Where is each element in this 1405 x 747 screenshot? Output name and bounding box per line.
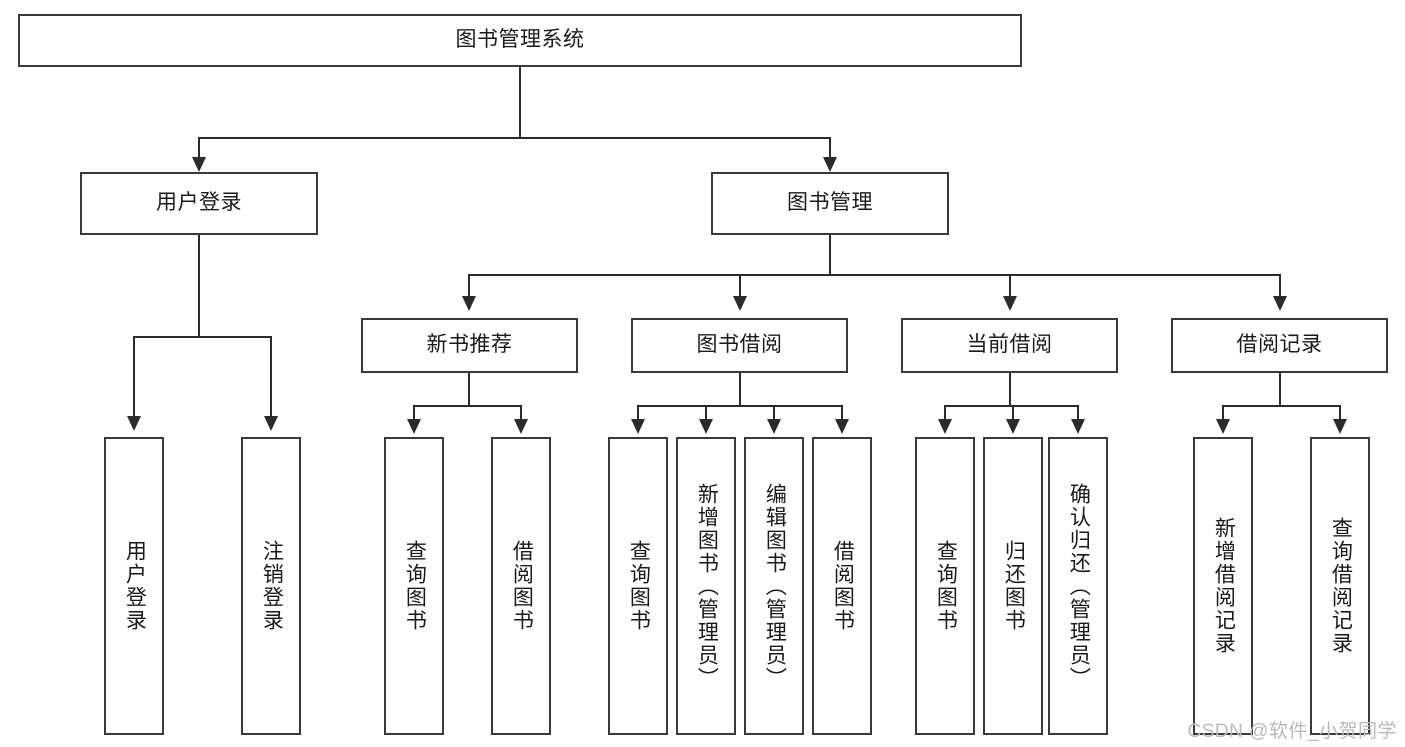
edge-borrow-record-bus — [1222, 405, 1341, 407]
leaf-current-borrow-query[interactable]: 查询图书 — [915, 437, 975, 735]
edge-new-book-bus — [413, 405, 522, 407]
node-label: 借阅图书 — [831, 540, 855, 632]
node-label: 图书管理 — [787, 191, 873, 215]
node-label: 用户登录 — [156, 191, 242, 215]
arrow-new-book-to-leaf-0 — [407, 419, 421, 434]
arrow-book-borrow-to-leaf-3 — [835, 419, 849, 434]
node-root-book-management-system[interactable]: 图书管理系统 — [18, 14, 1022, 67]
arrow-borrow-record-to-leaf-1 — [1333, 419, 1347, 434]
arrow-bm-to-current-borrow — [1003, 296, 1017, 311]
edge-book-borrow-to-leaf-2 — [773, 405, 775, 421]
arrow-book-borrow-to-leaf-0 — [631, 419, 645, 434]
leaf-current-borrow-return[interactable]: 归还图书 — [983, 437, 1043, 735]
edge-current-borrow-to-leaf-0 — [944, 405, 946, 421]
edge-bm-to-new-book — [468, 274, 470, 298]
edge-user-login-bus — [133, 336, 272, 338]
node-user-login[interactable]: 用户登录 — [80, 172, 318, 235]
edge-book-management-bus — [468, 274, 1281, 276]
node-label: 查询图书 — [627, 540, 651, 632]
arrow-new-book-to-leaf-1 — [514, 419, 528, 434]
node-label: 查询图书 — [934, 540, 958, 632]
edge-user-login-stem — [198, 235, 200, 337]
leaf-book-borrow-borrow[interactable]: 借阅图书 — [812, 437, 872, 735]
node-label: 图书借阅 — [696, 333, 783, 357]
edge-current-borrow-bus — [944, 405, 1079, 407]
arrow-borrow-record-to-leaf-0 — [1216, 419, 1230, 434]
node-borrow-record[interactable]: 借阅记录 — [1171, 318, 1388, 373]
edge-book-borrow-to-leaf-0 — [637, 405, 639, 421]
arrow-bm-to-book-borrow — [733, 296, 747, 311]
node-label: 查询图书 — [403, 540, 427, 632]
leaf-book-borrow-edit[interactable]: 编辑图书（管理员） — [744, 437, 804, 735]
leaf-new-book-query[interactable]: 查询图书 — [384, 437, 444, 735]
edge-borrow-record-to-leaf-1 — [1339, 405, 1341, 421]
arrow-user-login-to-leaf-0 — [127, 416, 141, 431]
arrow-book-borrow-to-leaf-2 — [767, 419, 781, 434]
node-current-borrow[interactable]: 当前借阅 — [901, 318, 1118, 373]
arrow-current-borrow-to-leaf-0 — [938, 419, 952, 434]
edge-borrow-record-stem — [1279, 373, 1281, 406]
edge-root-to-user-login — [198, 137, 200, 159]
arrow-root-to-user-login — [192, 157, 206, 172]
edge-book-borrow-stem — [739, 373, 741, 406]
node-book-borrow[interactable]: 图书借阅 — [631, 318, 848, 373]
node-label: 用户登录 — [123, 540, 147, 632]
node-label: 当前借阅 — [966, 333, 1053, 357]
node-label: 新书推荐 — [426, 333, 513, 357]
leaf-current-borrow-confirm-return[interactable]: 确认归还（管理员） — [1048, 437, 1108, 735]
node-label: 借阅图书 — [510, 540, 534, 632]
node-label: 编辑图书（管理员） — [763, 482, 787, 690]
edge-new-book-to-leaf-0 — [413, 405, 415, 421]
edge-user-login-to-leaf-1 — [270, 336, 272, 418]
arrow-book-borrow-to-leaf-1 — [699, 419, 713, 434]
node-label: 新增图书（管理员） — [695, 482, 719, 690]
node-label: 注销登录 — [260, 540, 284, 632]
edge-new-book-stem — [468, 373, 470, 406]
edge-current-borrow-stem — [1009, 373, 1011, 406]
edge-bm-to-borrow-record — [1279, 274, 1281, 298]
edge-root-stem — [519, 67, 521, 138]
leaf-user-login-logout[interactable]: 注销登录 — [241, 437, 301, 735]
edge-borrow-record-to-leaf-0 — [1222, 405, 1224, 421]
edge-current-borrow-to-leaf-1 — [1012, 405, 1014, 421]
arrow-user-login-to-leaf-1 — [264, 416, 278, 431]
node-label: 新增借阅记录 — [1212, 517, 1236, 655]
edge-root-to-book-management — [829, 137, 831, 159]
leaf-borrow-record-add[interactable]: 新增借阅记录 — [1193, 437, 1253, 735]
node-new-book-recommend[interactable]: 新书推荐 — [361, 318, 578, 373]
node-label: 借阅记录 — [1236, 333, 1323, 357]
arrow-bm-to-borrow-record — [1273, 296, 1287, 311]
leaf-user-login-login[interactable]: 用户登录 — [104, 437, 164, 735]
edge-user-login-to-leaf-0 — [133, 336, 135, 418]
node-label: 图书管理系统 — [455, 28, 585, 52]
arrow-root-to-book-management — [823, 157, 837, 172]
arrow-bm-to-new-book — [462, 296, 476, 311]
node-book-management[interactable]: 图书管理 — [711, 172, 949, 235]
node-label: 查询借阅记录 — [1329, 517, 1353, 655]
edge-root-bus — [198, 137, 831, 139]
leaf-book-borrow-add[interactable]: 新增图书（管理员） — [676, 437, 736, 735]
arrow-current-borrow-to-leaf-2 — [1071, 419, 1085, 434]
edge-bm-to-book-borrow — [739, 274, 741, 298]
edge-bm-to-current-borrow — [1009, 274, 1011, 298]
edge-book-management-stem — [829, 235, 831, 275]
arrow-current-borrow-to-leaf-1 — [1006, 419, 1020, 434]
edge-book-borrow-to-leaf-1 — [705, 405, 707, 421]
leaf-borrow-record-query[interactable]: 查询借阅记录 — [1310, 437, 1370, 735]
leaf-book-borrow-query[interactable]: 查询图书 — [608, 437, 668, 735]
node-label: 归还图书 — [1002, 540, 1026, 632]
edge-new-book-to-leaf-1 — [520, 405, 522, 421]
node-label: 确认归还（管理员） — [1067, 482, 1091, 690]
edge-book-borrow-to-leaf-3 — [841, 405, 843, 421]
edge-book-borrow-bus — [637, 405, 843, 407]
edge-current-borrow-to-leaf-2 — [1077, 405, 1079, 421]
leaf-new-book-borrow[interactable]: 借阅图书 — [491, 437, 551, 735]
